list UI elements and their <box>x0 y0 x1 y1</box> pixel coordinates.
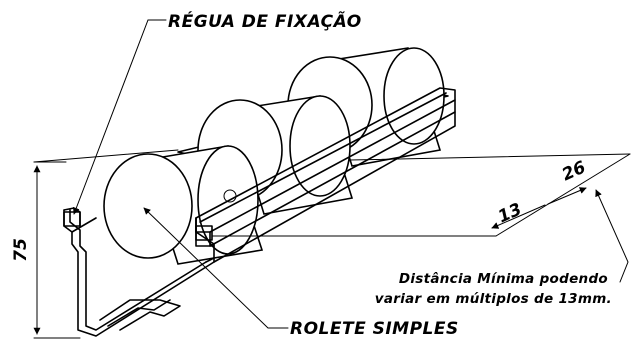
spacing-dimension-lines <box>211 153 631 237</box>
note-line-1: Distância Mínima podendo <box>399 271 608 287</box>
label-regua-de-fixacao: RÉGUA DE FIXAÇÃO <box>168 9 362 32</box>
dimension-13: 13 <box>495 199 525 227</box>
dimension-26: 26 <box>559 157 589 185</box>
dimension-75: 75 <box>11 238 31 262</box>
roller-front <box>103 145 264 265</box>
regua-leader <box>72 19 167 215</box>
height-dimension <box>33 149 179 339</box>
rolete-leader <box>143 207 289 329</box>
note-leader <box>595 189 629 283</box>
aluminium-profile <box>63 111 456 337</box>
note-line-2: variar em múltiplos de 13mm. <box>375 291 612 307</box>
label-rolete-simples: ROLETE SIMPLES <box>290 319 459 339</box>
